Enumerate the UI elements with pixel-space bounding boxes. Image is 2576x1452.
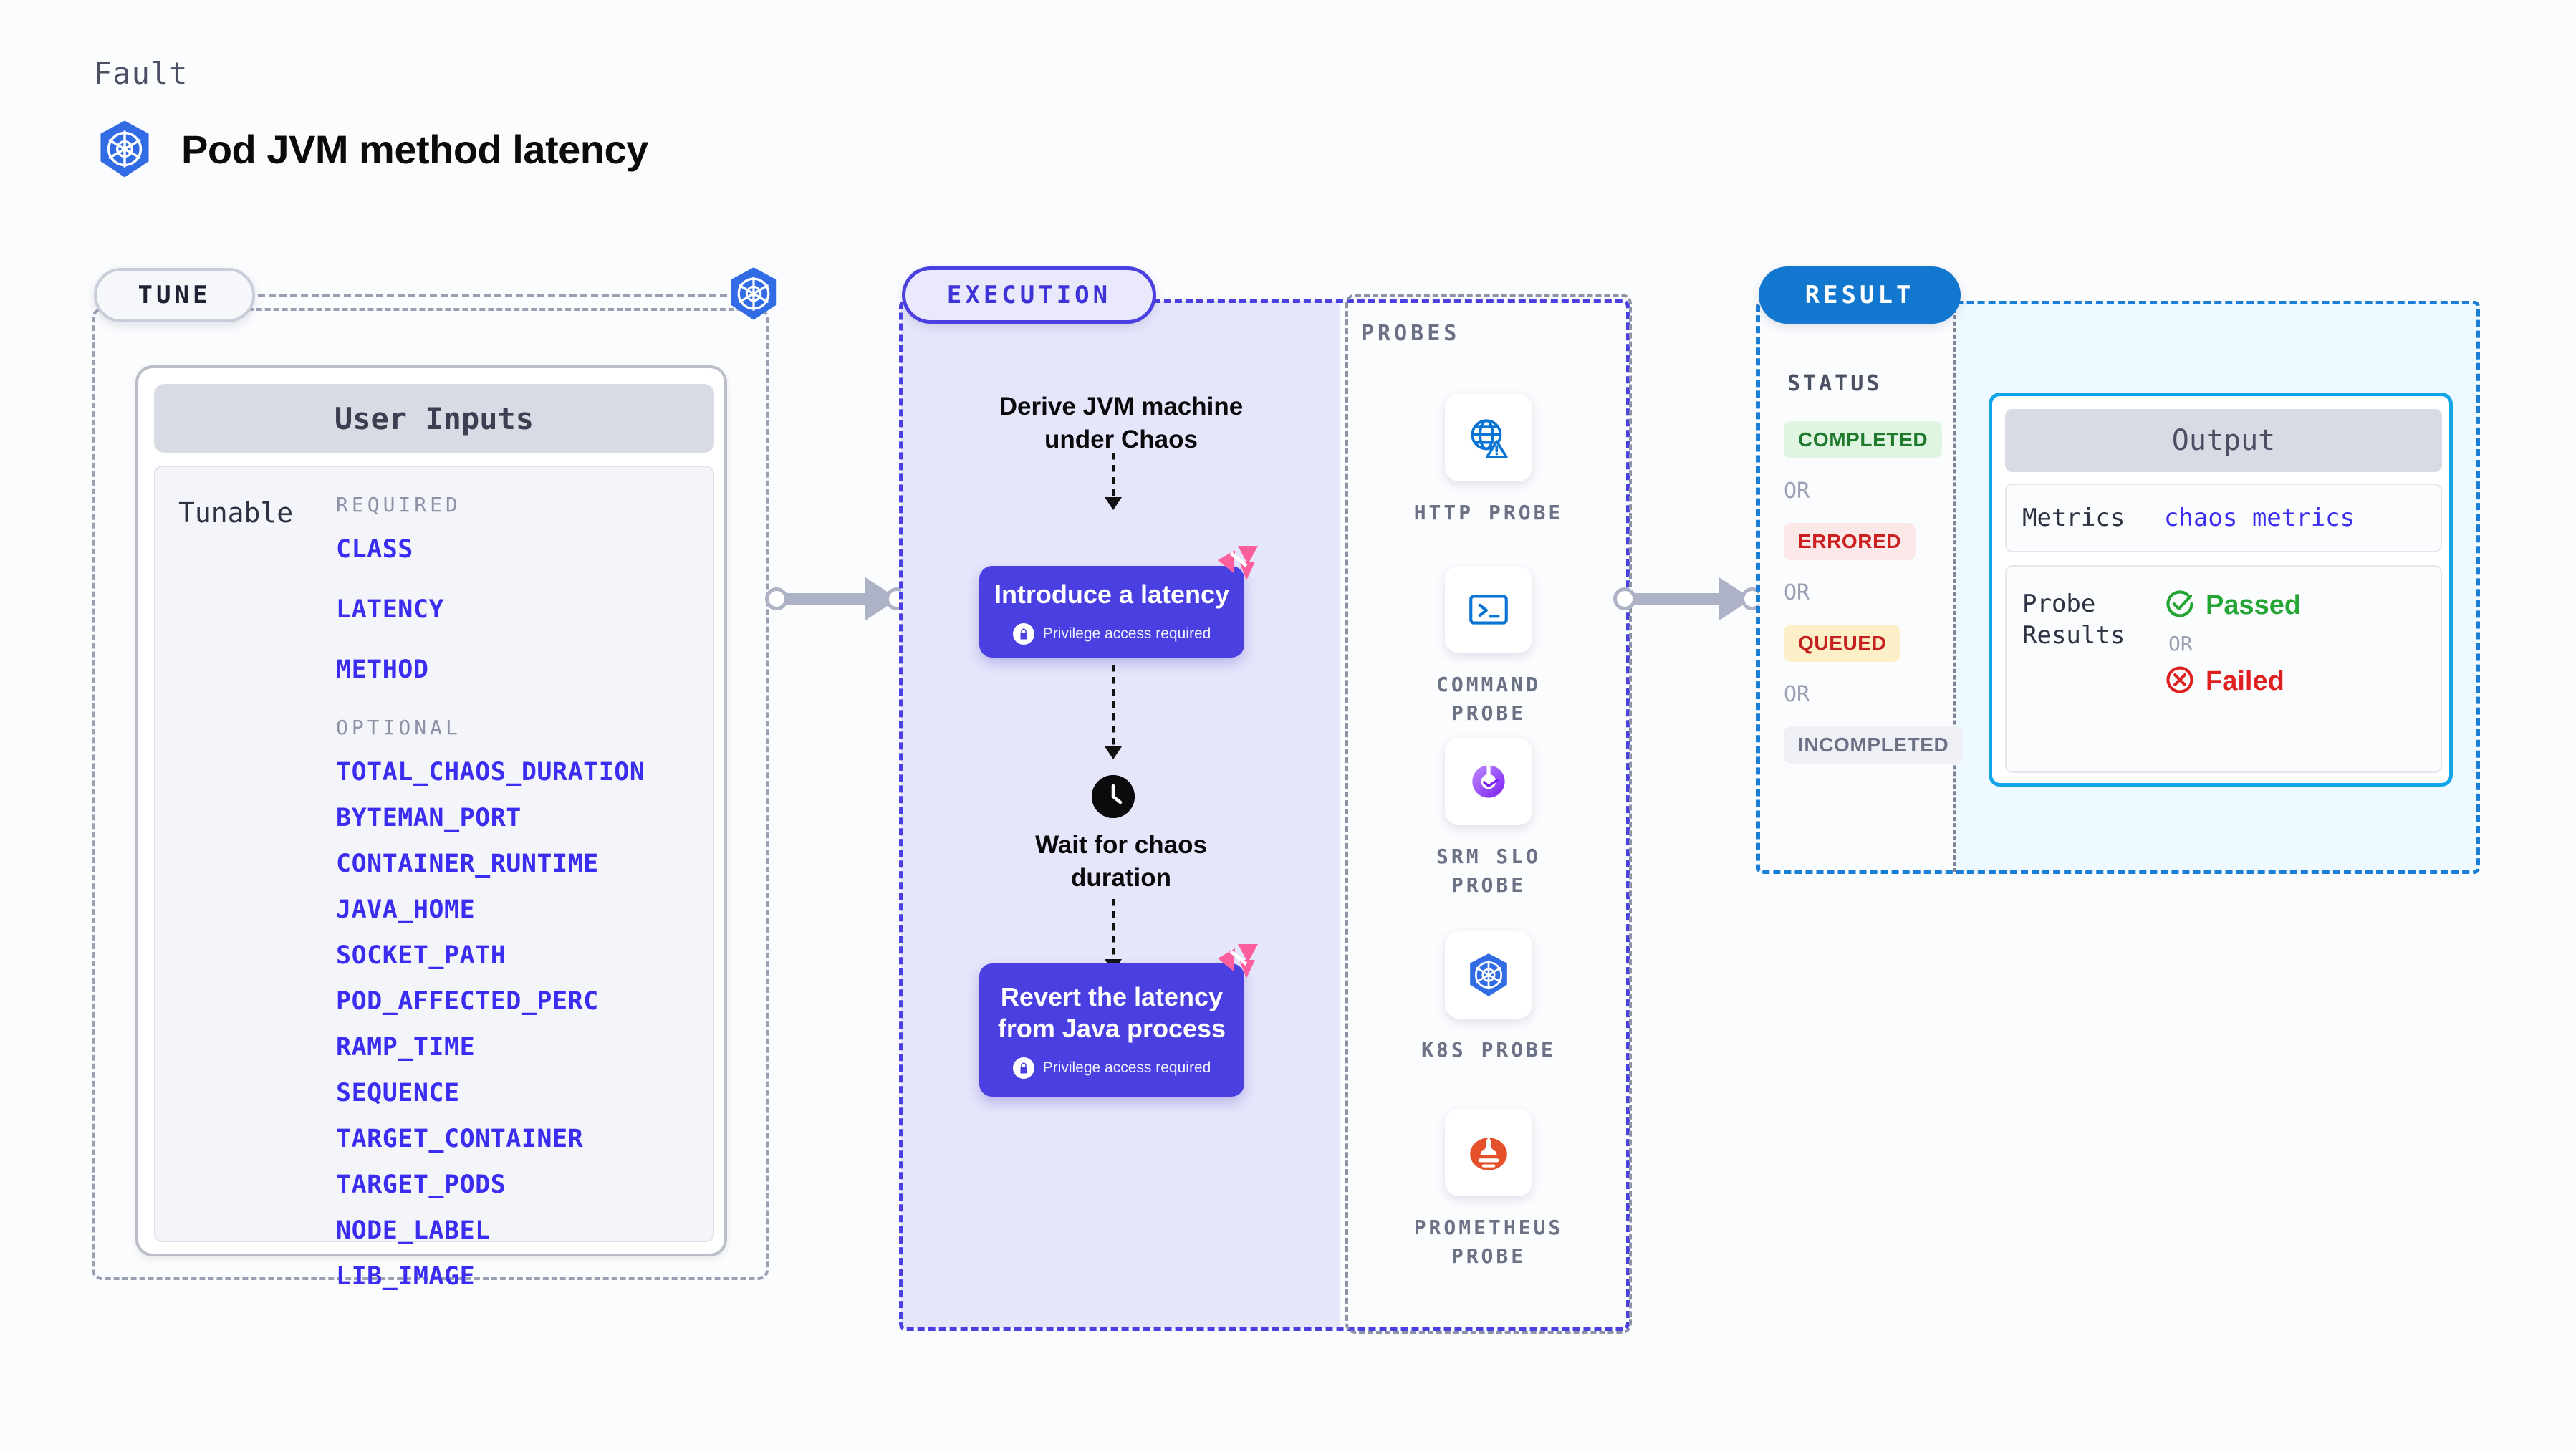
srm-slo-donut-icon	[1445, 738, 1532, 825]
or-label: OR	[1784, 580, 1810, 605]
output-title: Output	[2005, 409, 2442, 472]
arrow-down-icon	[1105, 746, 1122, 759]
arrow-right-icon	[765, 573, 908, 623]
metrics-value[interactable]: chaos metrics	[2164, 504, 2355, 532]
arrow-right-icon	[1613, 573, 1764, 623]
flow-connector	[1112, 665, 1115, 749]
parameter-column: REQUIRED CLASS LATENCY METHOD OPTIONAL T…	[336, 493, 708, 1308]
probe-prometheus[interactable]: PROMETHEUS PROBE	[1345, 1109, 1632, 1271]
list-item[interactable]: TARGET_PODS	[336, 1170, 506, 1199]
flow-connector	[1112, 899, 1115, 962]
required-parameter-list: CLASS LATENCY METHOD	[336, 535, 708, 684]
privilege-text: Privilege access required	[1042, 625, 1211, 642]
passed-label: Passed	[2206, 590, 2302, 620]
probe-k8s[interactable]: K8S PROBE	[1345, 931, 1632, 1064]
probe-label: SRM SLO PROBE	[1436, 845, 1541, 897]
flow-connector	[1112, 453, 1115, 500]
list-item[interactable]: BYTEMAN_PORT	[336, 804, 522, 832]
kubernetes-icon	[94, 118, 155, 180]
list-item[interactable]: JAVA_HOME	[336, 895, 476, 924]
lock-icon	[1012, 1057, 1034, 1079]
required-heading: REQUIRED	[336, 493, 461, 516]
output-metrics-row: Metrics chaos metrics	[2005, 484, 2442, 552]
probe-result-failed: Failed	[2164, 664, 2301, 699]
user-inputs-body: Tunable REQUIRED CLASS LATENCY METHOD OP…	[154, 466, 714, 1291]
lock-icon	[1012, 622, 1034, 645]
or-label: OR	[1784, 682, 1810, 707]
execution-region	[899, 299, 1630, 1331]
probe-label: PROMETHEUS PROBE	[1413, 1216, 1564, 1268]
probe-label: COMMAND PROBE	[1436, 673, 1541, 725]
status-badge-errored: ERRORED	[1784, 523, 1916, 560]
probe-results-key: Probe Results	[2022, 590, 2125, 650]
probe-label: K8S PROBE	[1421, 1038, 1556, 1062]
execution-step-derive: Derive JVM machine under Chaos	[999, 393, 1244, 454]
list-item[interactable]: CLASS	[336, 535, 413, 564]
list-item[interactable]: METHOD	[336, 655, 429, 684]
prometheus-icon	[1445, 1109, 1532, 1196]
tune-region	[92, 308, 769, 1280]
probe-label: HTTP PROBE	[1413, 501, 1564, 524]
optional-parameter-list: TOTAL_CHAOS_DURATION BYTEMAN_PORT CONTAI…	[336, 758, 708, 1291]
list-item[interactable]: CONTAINER_RUNTIME	[336, 850, 599, 878]
probes-region	[1345, 294, 1632, 1334]
list-item[interactable]: SOCKET_PATH	[336, 941, 506, 970]
status-badge-completed: COMPLETED	[1784, 421, 1943, 458]
probes-title: PROBES	[1361, 321, 1461, 346]
user-inputs-title: User Inputs	[154, 384, 714, 453]
probe-srm-slo[interactable]: SRM SLO PROBE	[1345, 738, 1632, 900]
list-item[interactable]: LATENCY	[336, 595, 445, 624]
status-title: STATUS	[1787, 371, 1883, 396]
check-circle-icon	[2164, 588, 2196, 623]
litmus-chaos-icon	[1218, 546, 1258, 582]
list-item[interactable]: TOTAL_CHAOS_DURATION	[336, 758, 645, 787]
tune-pill[interactable]: TUNE	[94, 268, 255, 322]
output-probe-results-row: Probe Results Passed OR	[2005, 565, 2442, 773]
litmus-chaos-icon	[1218, 944, 1258, 980]
probe-result-passed: Passed	[2164, 588, 2301, 623]
status-badge-incompleted: INCOMPLETED	[1784, 726, 1964, 764]
result-pill[interactable]: RESULT	[1759, 266, 1961, 324]
privilege-note: Privilege access required	[1012, 622, 1211, 645]
kubernetes-icon	[725, 265, 782, 322]
list-item[interactable]: NODE_LABEL	[336, 1216, 491, 1245]
status-badge-queued: QUEUED	[1784, 625, 1901, 662]
fault-title-row: Pod JVM method latency	[94, 118, 648, 180]
optional-heading: OPTIONAL	[336, 716, 461, 739]
failed-label: Failed	[2206, 666, 2284, 696]
step-title: Revert the latency from Java process	[997, 982, 1226, 1043]
execution-pill[interactable]: EXECUTION	[902, 266, 1156, 324]
execution-step-revert-latency[interactable]: Revert the latency from Java process Pri…	[979, 963, 1244, 1097]
clock-icon	[1092, 775, 1135, 818]
tunable-label: Tunable	[178, 497, 294, 529]
list-item[interactable]: LIB_IMAGE	[336, 1262, 476, 1291]
execution-step-introduce-latency[interactable]: Introduce a latency Privilege access req…	[979, 566, 1244, 658]
output-card: Output Metrics chaos metrics Probe Resul…	[1989, 393, 2453, 787]
x-circle-icon	[2164, 664, 2196, 699]
step-title: Introduce a latency	[994, 580, 1230, 610]
fault-kicker: Fault	[94, 56, 188, 91]
terminal-icon	[1445, 566, 1532, 653]
or-label: OR	[2168, 632, 2193, 655]
probe-results-values: Passed OR Failed	[2164, 567, 2301, 699]
privilege-text: Privilege access required	[1042, 1059, 1211, 1076]
page-title: Pod JVM method latency	[181, 126, 648, 172]
list-item[interactable]: RAMP_TIME	[336, 1033, 476, 1062]
result-region	[1756, 301, 2480, 874]
result-status-background	[1759, 302, 1956, 872]
arrow-down-icon	[1105, 497, 1122, 510]
user-inputs-card: User Inputs Tunable REQUIRED CLASS LATEN…	[135, 365, 727, 1291]
tune-dashed-connector	[258, 294, 759, 297]
list-item[interactable]: TARGET_CONTAINER	[336, 1125, 584, 1153]
kubernetes-icon	[1445, 931, 1532, 1019]
list-item[interactable]: SEQUENCE	[336, 1079, 460, 1107]
probe-http[interactable]: HTTP PROBE	[1345, 394, 1632, 527]
metrics-key: Metrics	[2022, 503, 2125, 532]
execution-step-wait: Wait for chaos duration	[1035, 831, 1207, 893]
globe-warning-icon	[1445, 394, 1532, 481]
privilege-note: Privilege access required	[1012, 1057, 1211, 1079]
or-label: OR	[1784, 479, 1810, 504]
list-item[interactable]: POD_AFFECTED_PERC	[336, 987, 599, 1016]
probe-command[interactable]: COMMAND PROBE	[1345, 566, 1632, 728]
